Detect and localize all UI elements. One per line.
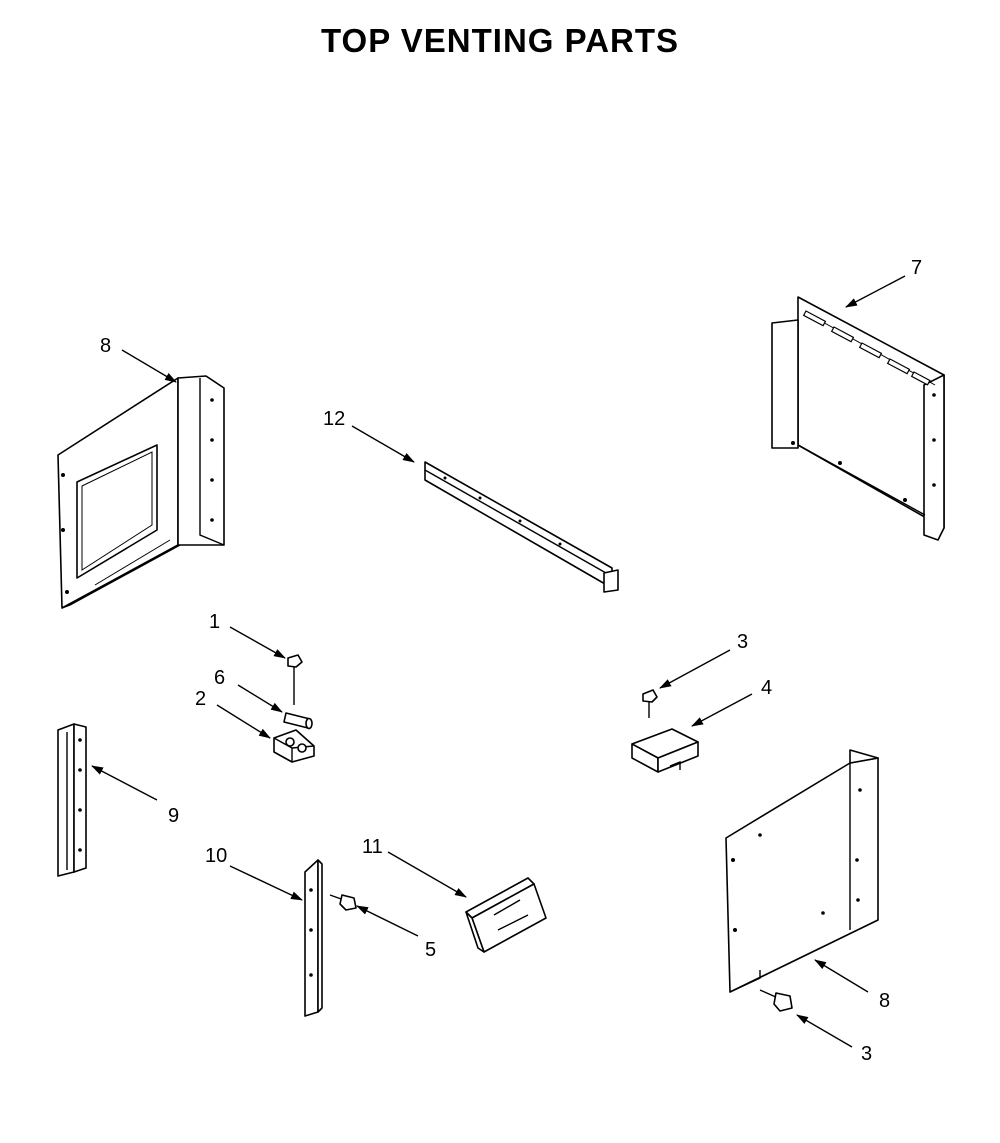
callout-3-lower: 3	[861, 1043, 872, 1065]
part-11-mounting-bracket	[465, 877, 547, 953]
part-2-switch-bracket	[273, 729, 315, 763]
part-6-spacer	[283, 712, 313, 730]
leader-lines	[91, 275, 906, 1048]
diagram-title: TOP VENTING PARTS	[320, 22, 680, 59]
part-9-trim-strip	[57, 723, 87, 877]
callout-5: 5	[425, 939, 436, 961]
part-12-vent-bracket	[424, 461, 619, 593]
callout-8-left: 8	[100, 335, 111, 357]
callout-2: 2	[195, 688, 206, 710]
callout-1: 1	[209, 611, 220, 633]
callout-12: 12	[323, 408, 345, 430]
part-8-right-side-panel	[725, 749, 879, 993]
part-1-screw	[287, 654, 303, 705]
part-3-screw-upper	[642, 689, 658, 718]
part-5-screw	[329, 894, 357, 911]
callout-9: 9	[168, 805, 179, 827]
callout-6: 6	[214, 667, 225, 689]
part-8-left-side-panel	[57, 375, 225, 609]
callout-labels: 8 12 7 1 6 2 3 4 9 10 5 11 8 3	[100, 257, 922, 1065]
callout-4: 4	[761, 677, 772, 699]
callout-3-upper: 3	[737, 631, 748, 653]
part-3-screw-lower	[759, 989, 793, 1012]
callout-7: 7	[911, 257, 922, 279]
callout-10: 10	[205, 845, 227, 867]
callout-11: 11	[362, 836, 383, 858]
callout-8-right: 8	[879, 990, 890, 1012]
part-4-bracket-box	[631, 728, 699, 773]
part-7-rear-panel	[771, 296, 945, 541]
part-10-trim-strip	[304, 859, 323, 1017]
